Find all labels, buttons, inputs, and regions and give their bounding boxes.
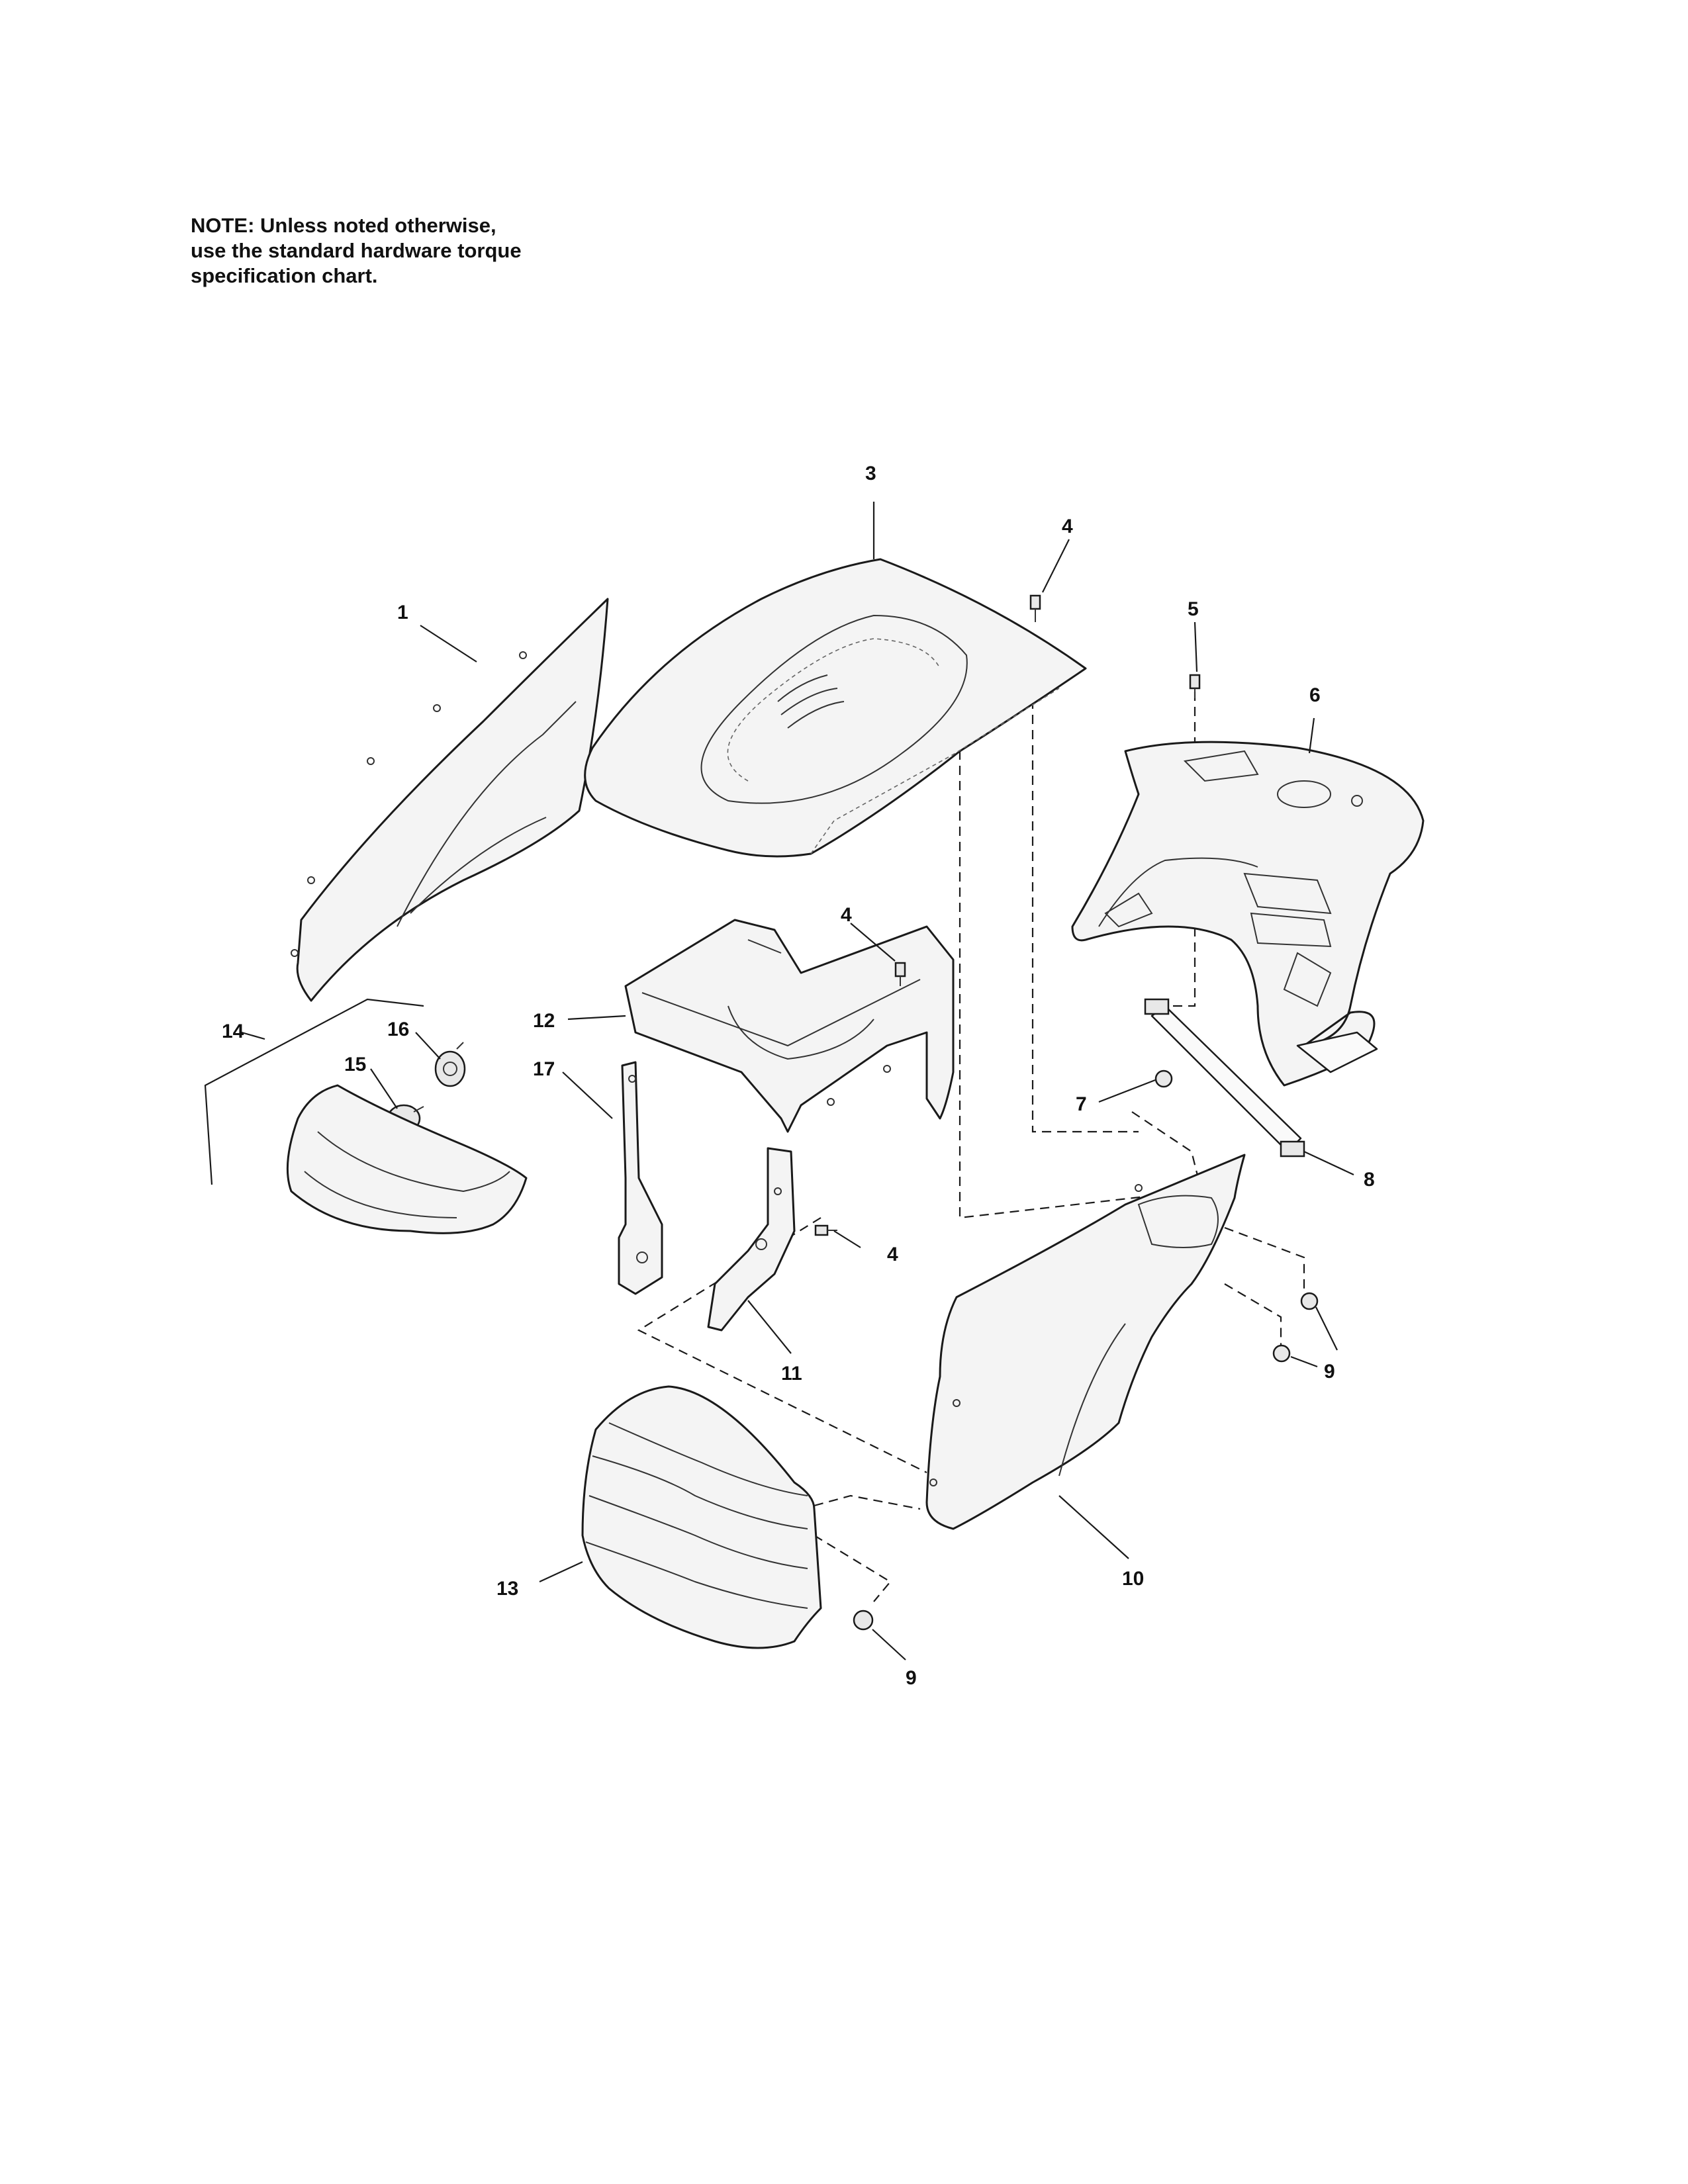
- callout-15: 15: [344, 1054, 366, 1075]
- callout-4c: 4: [887, 1244, 898, 1265]
- callout-3: 3: [865, 463, 876, 484]
- part-8-support-rod: [1144, 998, 1305, 1158]
- hardware-nut-7: [1154, 1069, 1173, 1088]
- callout-5: 5: [1188, 598, 1199, 620]
- part-1-left-side-panel: [291, 598, 609, 1002]
- callout-13: 13: [496, 1578, 518, 1600]
- leader-lines: [241, 502, 1354, 1661]
- headlight-bezel: [286, 1084, 528, 1234]
- part-3-hood: [584, 558, 1087, 858]
- callout-7: 7: [1076, 1093, 1087, 1115]
- note-line-3: specification chart.: [191, 264, 378, 287]
- callout-11: 11: [781, 1363, 802, 1385]
- hardware-screw-5: [1189, 674, 1201, 698]
- part-17-left-bracket: [618, 1061, 663, 1295]
- callout-16: 16: [387, 1019, 409, 1040]
- part-13-grille: [581, 1385, 822, 1649]
- hardware-screw-4a: [1029, 594, 1041, 622]
- callout-9b: 9: [906, 1667, 917, 1689]
- callout-14: 14: [222, 1021, 244, 1042]
- callout-17: 17: [533, 1058, 555, 1080]
- part-10-right-side-panel: [925, 1154, 1246, 1530]
- callout-9a: 9: [1324, 1361, 1335, 1383]
- note-line-2: use the standard hardware torque: [191, 239, 522, 262]
- part-16-socket: [434, 1042, 466, 1087]
- callout-6: 6: [1309, 684, 1321, 706]
- callout-12: 12: [533, 1010, 555, 1032]
- part-6-dash-shroud: [1071, 741, 1425, 1087]
- callouts: 1 3 4 5 6 4 12 14 16 15 17 7 8 4 11 9 10…: [222, 463, 1375, 1689]
- hardware-nut-9c: [853, 1610, 874, 1631]
- hardware-nut-9b: [1272, 1344, 1291, 1363]
- note-line-1: NOTE: Unless noted otherwise,: [191, 214, 496, 237]
- callout-1: 1: [397, 602, 408, 623]
- callout-8: 8: [1364, 1169, 1375, 1191]
- part-11-right-bracket: [707, 1147, 796, 1332]
- hardware-screw-4c: [814, 1224, 837, 1236]
- callout-10: 10: [1122, 1568, 1144, 1590]
- callout-4b: 4: [841, 904, 852, 926]
- callout-4a: 4: [1062, 516, 1073, 537]
- torque-note: NOTE: Unless noted otherwise, use the st…: [191, 213, 654, 289]
- hardware-nut-9a: [1300, 1292, 1319, 1310]
- part-12-battery-tray: [624, 919, 955, 1133]
- hardware-screw-4b: [894, 962, 906, 986]
- part-14-headlight-harness: [204, 998, 424, 1185]
